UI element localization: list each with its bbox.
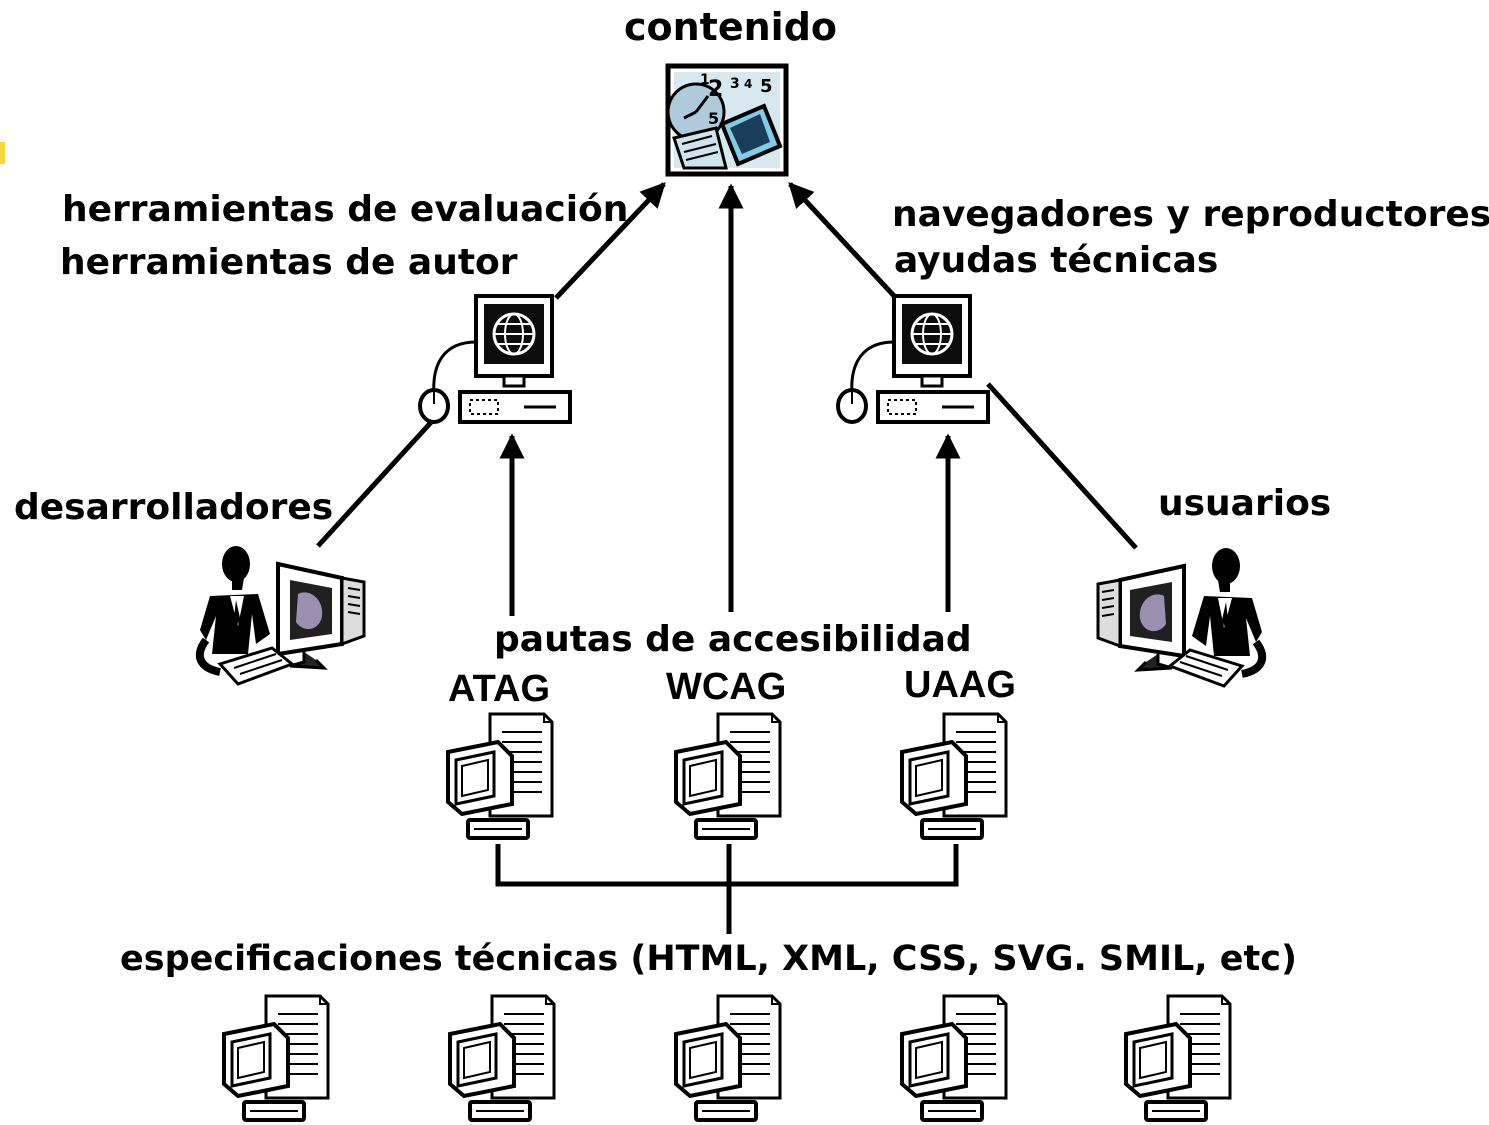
spec-document-icon <box>674 994 782 1122</box>
svg-text:5: 5 <box>708 109 719 128</box>
svg-text:1: 1 <box>700 72 710 88</box>
accent-mark <box>0 142 5 164</box>
guidelines-label: pautas de accesibilidad <box>494 619 972 660</box>
svg-text:4: 4 <box>744 77 752 91</box>
arrow-browsers-to-content <box>788 182 898 300</box>
authoring-workstation-icon <box>418 294 572 424</box>
wcag-document-icon <box>674 712 782 840</box>
svg-text:2: 2 <box>708 77 723 102</box>
content-label: contenido <box>624 5 838 49</box>
arrow-authoring-to-content <box>554 182 666 300</box>
svg-text:5: 5 <box>760 76 773 97</box>
users-label: usuarios <box>1158 483 1332 524</box>
uaag-label: UAAG <box>904 664 1016 706</box>
browsers-label: navegadores y reproductores <box>892 194 1489 235</box>
assistive-label: ayudas técnicas <box>894 240 1219 281</box>
svg-text:3: 3 <box>730 76 740 92</box>
spec-document-icon <box>448 994 556 1122</box>
spec-document-icon <box>1124 994 1232 1122</box>
spec-document-icon <box>222 994 330 1122</box>
wcag-label: WCAG <box>666 666 787 708</box>
specs-label: especificaciones técnicas (HTML, XML, CS… <box>120 939 1297 979</box>
eval-tools-label: herramientas de evaluación <box>62 189 629 230</box>
line-users-to-browsers <box>986 382 1138 550</box>
user-person-icon <box>1098 548 1262 686</box>
browser-workstation-icon <box>836 294 990 424</box>
developers-label: desarrolladores <box>14 487 334 528</box>
line-developers-to-authoring <box>316 404 448 548</box>
author-tools-label: herramientas de autor <box>60 242 518 283</box>
uaag-document-icon <box>900 712 1008 840</box>
atag-document-icon <box>446 712 554 840</box>
developer-person-icon <box>200 546 364 684</box>
atag-label: ATAG <box>448 668 551 710</box>
content-collage-icon: 2 1 3 4 5 5 <box>665 63 789 177</box>
spec-document-icon <box>900 994 1008 1122</box>
